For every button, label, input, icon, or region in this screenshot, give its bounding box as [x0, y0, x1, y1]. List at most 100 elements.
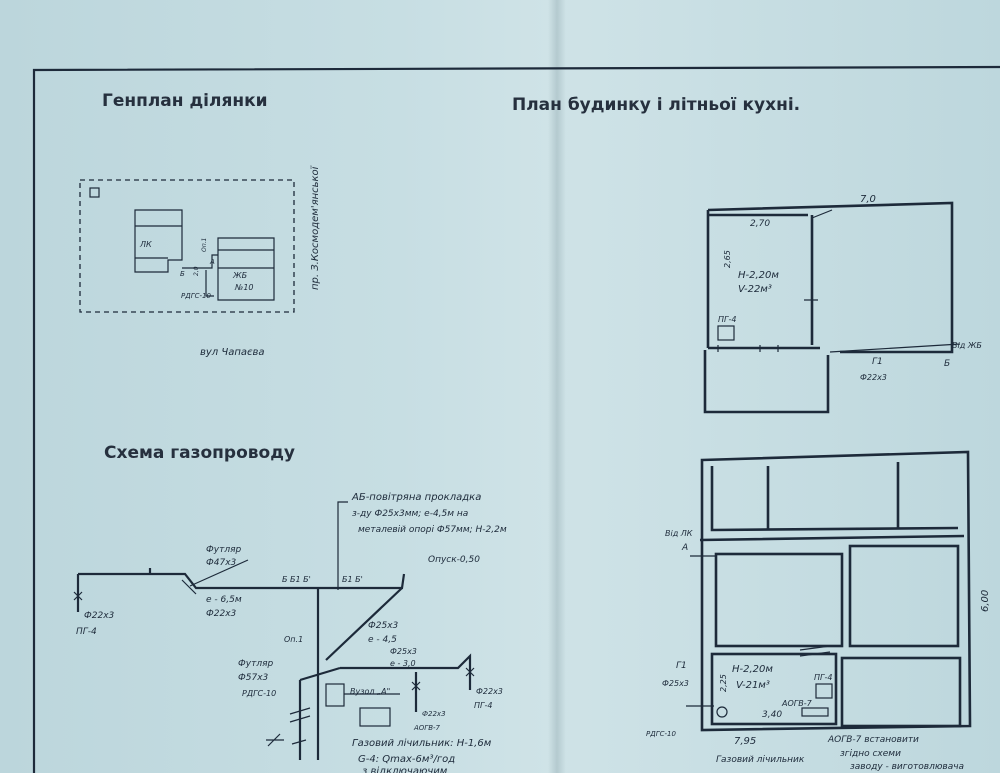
- building-zhb-label-2: №10: [234, 283, 254, 292]
- scheme-meter-type: G-4: Qmax-6м³/год: [358, 754, 455, 765]
- scheme-sleeve-bot-1: Футляр: [238, 659, 273, 669]
- house-plan-title: План будинку і літньої кухні.: [512, 95, 800, 115]
- bottom-stove-box: [815, 683, 833, 699]
- building-lk: [134, 209, 183, 273]
- top-from-label: Від ЖБ: [952, 341, 982, 350]
- gas-scheme-title: Схема газопроводу: [104, 443, 295, 463]
- top-height: Н-2,20м: [738, 270, 779, 281]
- bottom-entry-from: Від ЛК: [665, 529, 693, 538]
- scheme-pipe-4: Ф22х3: [476, 687, 503, 696]
- scheme-right-valve: [465, 667, 475, 677]
- scheme-elev-1: е - 6,5м: [206, 595, 242, 605]
- bottom-boiler-label: АОГВ-7: [781, 699, 813, 708]
- site-street-bottom: вул Чапаєва: [200, 347, 265, 358]
- site-op1: Оп.1: [201, 238, 208, 252]
- bottom-note-1: АОГВ-7 встановити: [827, 735, 919, 745]
- gas-scheme: АБ-повітряна прокладка з-ду Ф25х3мм; е-4…: [73, 491, 507, 773]
- top-plan-gas-line: [829, 343, 961, 353]
- bottom-regulator: РДГС-10: [646, 730, 676, 738]
- scheme-op1: Оп.1: [284, 635, 303, 644]
- scheme-sleeve-top-2: Ф47х3: [206, 558, 237, 568]
- scheme-boiler: АОГВ-7: [413, 724, 441, 732]
- scheme-stove-right: ПГ-4: [474, 701, 492, 710]
- scheme-node: Вузол „А": [350, 687, 390, 696]
- scheme-points-2: Б1 Б': [342, 575, 363, 584]
- site-gas-line: [182, 254, 218, 269]
- bottom-point-a: А: [681, 543, 688, 553]
- scheme-meter: Газовий лічильник: Н-1,6м: [352, 737, 492, 749]
- top-point-b: Б: [944, 359, 950, 369]
- site-plan-title: Генплан ділянки: [102, 91, 268, 111]
- frame-border: [32, 65, 1000, 773]
- top-width-total: 7,0: [860, 194, 876, 205]
- bottom-height: Н-2,20м: [732, 664, 773, 675]
- scheme-right-branch: [340, 653, 472, 690]
- scheme-stove-left: ПГ-4: [76, 627, 97, 637]
- bottom-depth-total: 6,00: [980, 590, 991, 612]
- bottom-stove-label: ПГ-4: [814, 673, 832, 682]
- bottom-room-3: [840, 656, 962, 728]
- scheme-riser: [298, 588, 341, 760]
- bottom-note-2: згідно схеми: [840, 749, 901, 759]
- scheme-elev-2: е - 4,5: [368, 635, 397, 645]
- bottom-length-total: 7,95: [734, 736, 756, 747]
- bottom-room-2: [848, 544, 960, 648]
- scheme-boiler-valve: [411, 681, 421, 691]
- scheme-pipe-3: Ф25х3: [390, 647, 417, 656]
- scheme-node-a: [325, 683, 345, 707]
- bottom-meter-symbol: [716, 706, 728, 718]
- building-lk-label: ЛК: [139, 240, 152, 249]
- building-zhb-label-1: ЖБ: [232, 271, 248, 280]
- site-pipe-label: 2,0: [193, 266, 200, 276]
- scheme-drop: Опуск-0,50: [428, 555, 480, 565]
- house-plan-top: 7,0 2,70 2,65 Н-2,20м V-22м³ ПГ-4 Г1 Ф22…: [703, 194, 982, 414]
- top-stove-box: [717, 325, 735, 341]
- top-plan-lower-room: [703, 350, 830, 414]
- top-stove-label: ПГ-4: [718, 315, 736, 324]
- scheme-riser-marks: [289, 707, 311, 745]
- scheme-sleeve-top-1: Футляр: [206, 545, 241, 555]
- bottom-volume: V-21м³: [736, 680, 770, 691]
- bottom-kitchen-width: 3,40: [762, 710, 782, 720]
- site-point-a: А: [209, 258, 215, 266]
- scheme-reg: РДГС-10: [242, 689, 276, 698]
- top-plan-details: [717, 209, 833, 352]
- top-room-depth: 2,65: [723, 250, 732, 268]
- site-marker: [89, 187, 100, 198]
- scheme-diagonal: [318, 573, 406, 661]
- bottom-details: [686, 555, 831, 707]
- scheme-meter-box: [359, 707, 391, 727]
- scheme-meter-extra: з відключаючим: [362, 765, 448, 773]
- site-gas-drop: [205, 270, 214, 297]
- scheme-sleeve-leader: [181, 559, 249, 595]
- top-pipe-dia: Ф22х3: [860, 373, 887, 382]
- scheme-ab-1: АБ-повітряна прокладка: [351, 491, 481, 503]
- bottom-outer-walls: [700, 450, 972, 732]
- top-plan-walls: [706, 201, 954, 354]
- scheme-ground: [266, 733, 284, 747]
- scheme-ab-leader: [337, 501, 348, 590]
- scheme-sleeve-bot-2: Ф57х3: [238, 673, 269, 683]
- scheme-pipe-2: Ф25х3: [368, 621, 399, 631]
- bottom-g1: Г1: [676, 661, 687, 671]
- top-g1: Г1: [872, 357, 883, 367]
- scheme-pipe-5: Ф22х3: [422, 710, 446, 718]
- scheme-ab-3: металевій опорі Ф57мм; Н-2,2м: [358, 525, 507, 535]
- bottom-upper-rooms: [699, 462, 965, 542]
- scheme-ab-2: з-ду Ф25х3мм; е-4,5м на: [352, 509, 468, 519]
- site-plan: ЛК ЖБ №10 Б А Оп.1 2,0 РДГС-10 пр. З.Кос…: [79, 165, 321, 358]
- top-room-width: 2,70: [750, 219, 770, 229]
- house-plan-bottom: Н-2,20м V-21м³ ПГ-4 АОГВ-7 3,40 2,25 7,9…: [646, 450, 991, 772]
- site-boundary: [79, 179, 295, 313]
- bottom-kitchen: [710, 652, 838, 726]
- scheme-left-valve: [73, 591, 83, 601]
- page-fold: [548, 0, 566, 773]
- scheme-points: Б Б1 Б': [282, 575, 311, 584]
- scheme-elev-3: е - 3,0: [390, 659, 416, 668]
- bottom-boiler-box: [801, 707, 829, 717]
- site-regulator: РДГС-10: [181, 292, 211, 300]
- scheme-pipe-left: Ф22х3: [84, 611, 115, 621]
- bottom-note-3: заводу - виготовлювача: [850, 762, 964, 772]
